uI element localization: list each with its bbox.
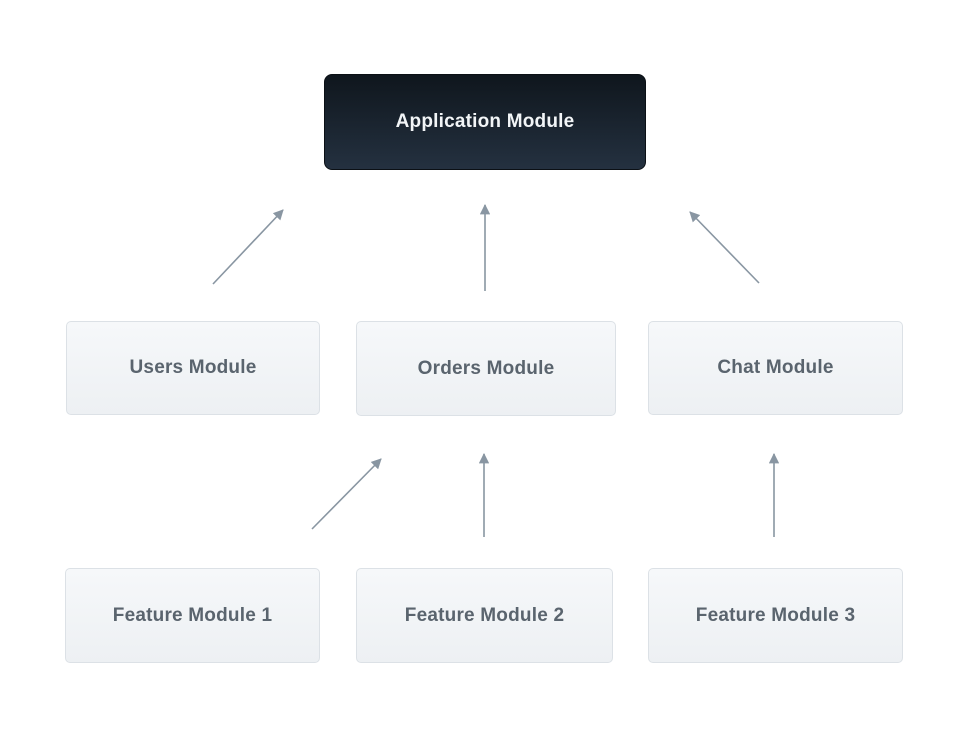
node-application-module-label: Application Module xyxy=(395,111,575,132)
node-feature-module-2: Feature Module 2 xyxy=(356,568,613,663)
node-feature-module-3-label: Feature Module 3 xyxy=(695,604,856,626)
node-application-module: Application Module xyxy=(324,74,646,170)
node-orders-module-label: Orders Module xyxy=(417,357,555,379)
node-users-module: Users Module xyxy=(66,321,320,415)
node-chat-module: Chat Module xyxy=(648,321,903,415)
node-feature-module-1: Feature Module 1 xyxy=(65,568,320,663)
arrow-users-to-application xyxy=(212,209,284,285)
arrow-feature1-chat-to-application xyxy=(689,211,760,284)
node-feature-module-2-label: Feature Module 2 xyxy=(404,604,565,626)
node-feature-module-1-label: Feature Module 1 xyxy=(112,604,273,626)
node-feature-module-3: Feature Module 3 xyxy=(648,568,903,663)
node-chat-module-label: Chat Module xyxy=(717,357,834,378)
node-users-module-label: Users Module xyxy=(129,357,257,378)
arrow-feature1-to-orders xyxy=(311,458,382,530)
node-orders-module: Orders Module xyxy=(356,321,616,416)
